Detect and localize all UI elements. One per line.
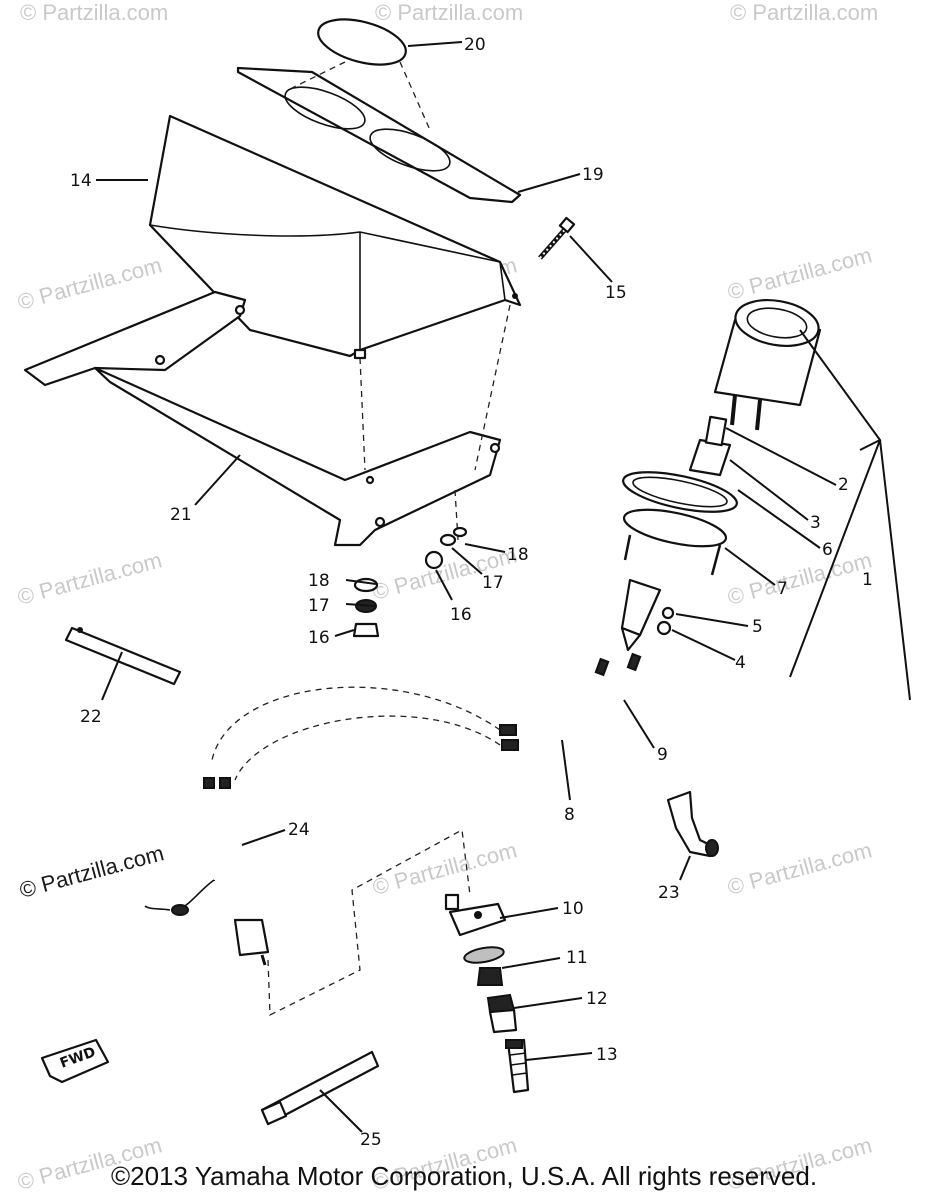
callout-24: 24 xyxy=(288,820,310,840)
watermark: © Partzilla.com xyxy=(730,0,878,25)
part-20-cap xyxy=(317,18,407,66)
callout-8: 8 xyxy=(564,805,575,825)
callout-4: 4 xyxy=(735,653,746,673)
leader-lines xyxy=(96,41,911,1133)
watermark: © Partzilla.com xyxy=(17,840,167,903)
watermark: © Partzilla.com xyxy=(725,837,875,900)
part-4-5-bulbs xyxy=(620,578,675,652)
copyright-notice: ©2013 Yamaha Motor Corporation, U.S.A. A… xyxy=(110,1161,818,1191)
watermark: © Partzilla.com xyxy=(370,837,520,900)
watermark: © Partzilla.com xyxy=(15,547,165,610)
part-3-socket xyxy=(688,415,732,477)
callout-3: 3 xyxy=(810,513,821,533)
part-19-gasket xyxy=(236,66,522,204)
callout-17-left: 17 xyxy=(308,596,330,616)
watermark: © Partzilla.com xyxy=(15,252,165,315)
callout-10: 10 xyxy=(562,899,584,919)
fasteners-right xyxy=(424,526,468,570)
watermark: © Partzilla.com xyxy=(20,0,168,25)
callout-17-right: 17 xyxy=(482,573,504,593)
callout-20: 20 xyxy=(464,35,486,55)
callout-11: 11 xyxy=(566,948,588,968)
callout-14: 14 xyxy=(70,171,92,191)
part-13-gear xyxy=(505,1038,530,1094)
callout-18-left: 18 xyxy=(308,571,330,591)
callout-12: 12 xyxy=(586,989,608,1009)
part-11-washer xyxy=(463,946,505,986)
part-24-cable xyxy=(144,777,270,966)
callout-18-right: 18 xyxy=(507,545,529,565)
callout-25: 25 xyxy=(360,1130,382,1150)
part-23-clamp xyxy=(666,790,719,858)
callout-22: 22 xyxy=(80,707,102,727)
part-21-bracket xyxy=(23,290,502,547)
callout-6: 6 xyxy=(822,540,833,560)
watermark: © Partzilla.com xyxy=(725,242,875,305)
part-10-gear-housing xyxy=(444,893,507,937)
watermark: © Partzilla.com xyxy=(725,547,875,610)
callout-5: 5 xyxy=(752,617,763,637)
part-25-tube xyxy=(260,1050,380,1126)
callout-9: 9 xyxy=(657,745,668,765)
part-22-strap xyxy=(64,626,182,686)
part-15-screw xyxy=(538,216,576,260)
callout-16-right: 16 xyxy=(450,605,472,625)
callout-7: 7 xyxy=(777,579,788,599)
callout-23: 23 xyxy=(658,883,680,903)
part-2-meter xyxy=(713,299,822,431)
fwd-arrow: FWD xyxy=(40,1038,110,1084)
callout-16-left: 16 xyxy=(308,628,330,648)
callouts: 20 19 14 15 21 18 17 16 18 17 16 22 2 3 … xyxy=(70,35,873,1150)
callout-15: 15 xyxy=(605,283,627,303)
fasteners-left xyxy=(352,577,380,638)
callout-13: 13 xyxy=(596,1045,618,1065)
part-12-bushing xyxy=(486,993,518,1034)
part-8-9-cables xyxy=(499,652,642,751)
callout-21: 21 xyxy=(170,505,192,525)
part-14-housing xyxy=(148,114,522,360)
callout-1: 1 xyxy=(862,570,873,590)
watermark: © Partzilla.com xyxy=(375,0,523,25)
callout-2: 2 xyxy=(838,475,849,495)
callout-19: 19 xyxy=(582,165,604,185)
part-6-7-cases xyxy=(622,471,738,576)
